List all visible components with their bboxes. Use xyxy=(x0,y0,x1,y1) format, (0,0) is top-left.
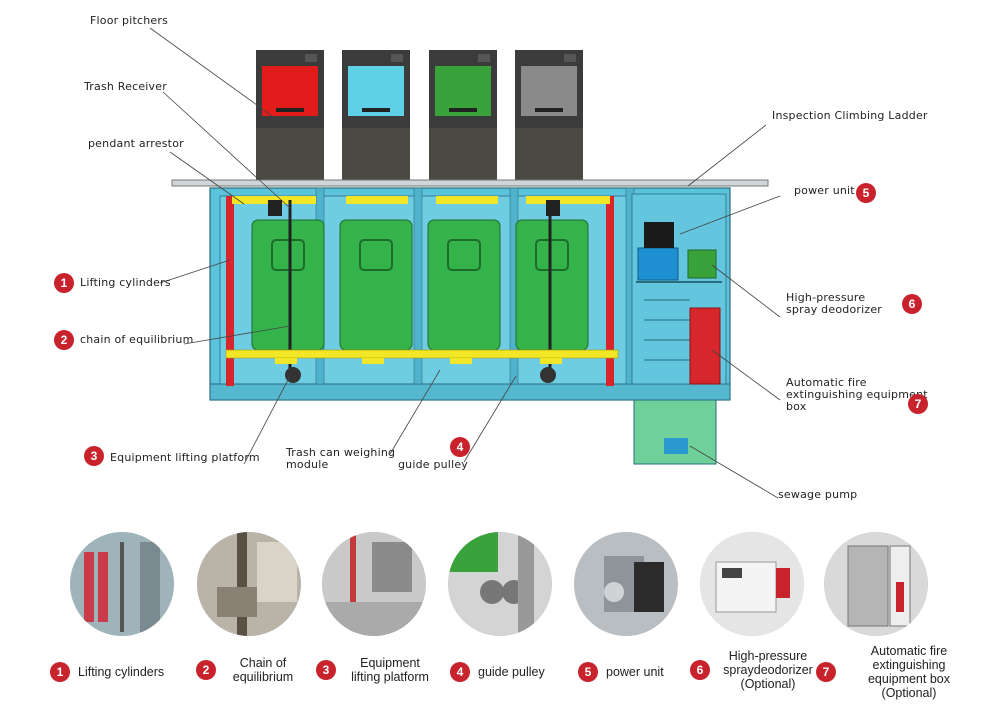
label-guide-pulley: guide pulley xyxy=(398,458,469,471)
badge-6: 6 xyxy=(902,294,922,314)
legend-label: Automatic fire extinguishing equipment b… xyxy=(867,644,950,700)
badge-1: 1 xyxy=(54,273,74,293)
power-unit-block xyxy=(637,247,679,281)
badge-7: 7 xyxy=(908,394,928,414)
label-trash-receiver: Trash Receiver xyxy=(84,80,167,93)
legend-item-1: 1 Lifting cylinders xyxy=(50,662,164,682)
badge-4: 4 xyxy=(450,437,470,457)
label-inspection-climbing-ladder: Inspection Climbing Ladder xyxy=(772,109,928,122)
legend-badge: 3 xyxy=(316,660,336,680)
label-power-unit: power unit xyxy=(794,184,855,197)
floor-pitcher-blue xyxy=(342,50,410,180)
legend-badge: 6 xyxy=(690,660,710,680)
photo-fire-box xyxy=(824,532,928,636)
legend-badge: 7 xyxy=(816,662,836,682)
legend-badge: 5 xyxy=(578,662,598,682)
floor-pitcher-gray xyxy=(515,50,583,180)
legend-item-7: 7 Automatic fire extinguishing equipment… xyxy=(816,644,974,700)
label-sewage-pump: sewage pump xyxy=(778,488,858,501)
photo-spray-deodorizer xyxy=(700,532,804,636)
legend-item-4: 4 guide pulley xyxy=(450,662,545,682)
floor-pitcher-green xyxy=(429,50,497,180)
legend-badge: 2 xyxy=(196,660,216,680)
lifting-platform xyxy=(225,349,619,359)
label-automatic-fire-box: Automatic fire extinguishing equipment b… xyxy=(786,376,928,413)
lifting-cylinder-right xyxy=(606,196,614,386)
badge-2: 2 xyxy=(54,330,74,350)
photo-chain-of-equilibrium xyxy=(197,532,301,636)
photo-power-unit xyxy=(574,532,678,636)
badge-3: 3 xyxy=(84,446,104,466)
legend-item-5: 5 power unit xyxy=(578,662,664,682)
legend-item-2: 2 Chain of equilibrium xyxy=(196,656,302,684)
floor-pitcher-red xyxy=(256,50,324,180)
legend-item-3: 3 Equipment lifting platform xyxy=(316,656,436,684)
photo-equipment-lifting-platform xyxy=(322,532,426,636)
photo-guide-pulley xyxy=(448,532,552,636)
legend-badge: 1 xyxy=(50,662,70,682)
legend-label: Equipment lifting platform xyxy=(351,656,429,684)
green-bins xyxy=(251,219,589,351)
fire-box-block xyxy=(689,307,721,385)
legend-label: guide pulley xyxy=(478,665,545,679)
spray-deodorizer-block xyxy=(687,249,717,279)
label-chain-of-equilibrium: chain of equilibrium xyxy=(80,333,194,346)
lifting-cylinder-left xyxy=(226,196,234,386)
photo-lifting-cylinders xyxy=(70,532,174,636)
label-lifting-cylinders: Lifting cylinders xyxy=(80,276,171,289)
label-equipment-lifting-platform: Equipment lifting platform xyxy=(110,451,260,464)
label-trash-can-weighing-module: Trash can weighing module xyxy=(286,446,396,471)
legend-badge: 4 xyxy=(450,662,470,682)
legend-item-6: 6 High-pressure spraydeodorizer (Optiona… xyxy=(690,649,818,691)
badge-5: 5 xyxy=(856,183,876,203)
legend-label: High-pressure spraydeodorizer (Optional) xyxy=(723,649,813,691)
label-pendant-arrestor: pendant arrestor xyxy=(88,137,184,150)
legend-label: Chain of equilibrium xyxy=(232,656,294,684)
legend-label: power unit xyxy=(606,665,664,679)
top-cover xyxy=(171,179,769,187)
label-floor-pitchers: Floor pitchers xyxy=(90,14,169,27)
legend-label: Lifting cylinders xyxy=(78,665,165,679)
station-illustration xyxy=(149,27,781,499)
label-high-pressure-spray-deodorizer: High-pressure spray deodorizer xyxy=(786,291,883,316)
